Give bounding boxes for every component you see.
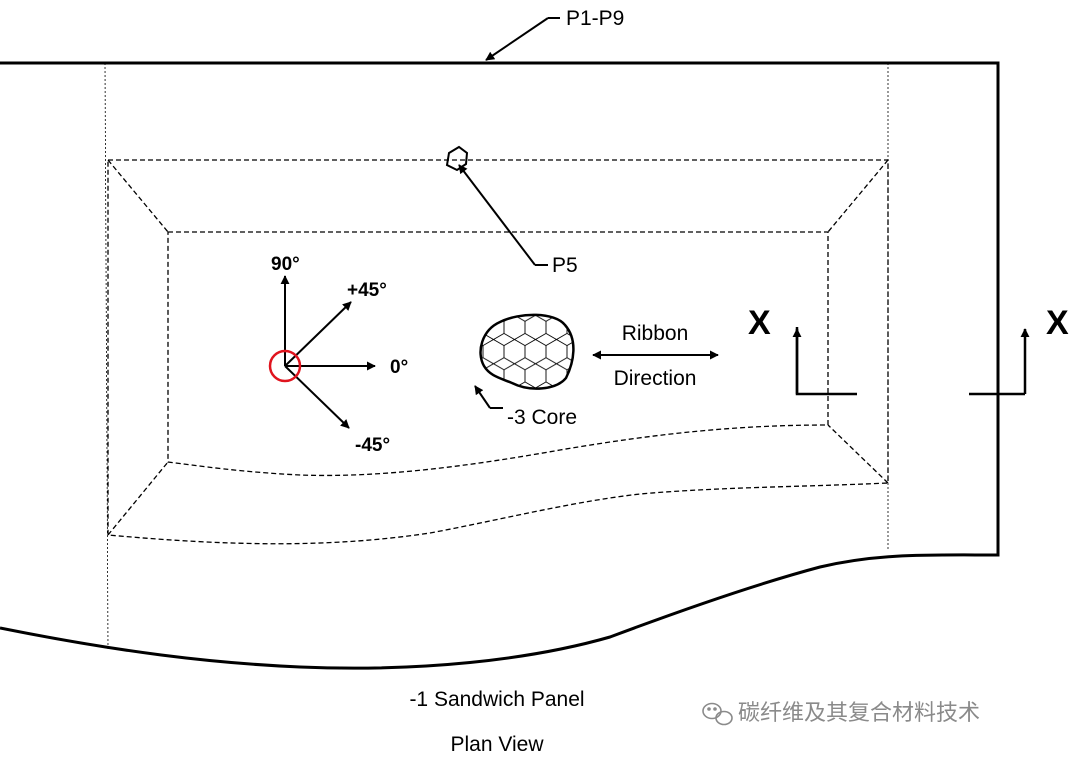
axis-m45-arrow xyxy=(284,365,350,429)
wechat-icon xyxy=(702,702,733,726)
ribbon-label-line1: Ribbon xyxy=(622,322,689,345)
label-m45-deg: -45° xyxy=(355,435,390,456)
svg-text:X: X xyxy=(748,304,771,342)
panel-outline xyxy=(0,61,1000,670)
label-0-deg: 0° xyxy=(390,357,408,378)
section-cut-right: X xyxy=(969,304,1069,396)
caption-title: -1 Sandwich Panel xyxy=(409,688,584,711)
label-90-deg: 90° xyxy=(271,254,300,275)
origin-marker xyxy=(268,349,302,383)
label-p45-deg: +45° xyxy=(347,280,387,301)
watermark: 碳纤维及其复合材料技术 xyxy=(702,700,980,726)
plies-leader-line xyxy=(485,17,549,61)
core-label: -3 Core xyxy=(507,406,577,429)
ply5-label: P5 xyxy=(552,254,578,277)
edge-line-left xyxy=(104,62,109,651)
orientation-rosette: 90° +45° 0° -45° xyxy=(268,254,408,456)
ply5-outline xyxy=(445,145,469,172)
core-leader-line xyxy=(474,385,491,409)
ply5-leader-line xyxy=(458,164,536,266)
ribbon-label-line2: Direction xyxy=(614,367,697,390)
core-ramp-inner xyxy=(167,231,829,477)
ramp-chamfer-lines xyxy=(107,159,889,536)
caption-subtitle: Plan View xyxy=(450,733,544,756)
section-cut-left: X xyxy=(748,304,857,396)
honeycomb-core xyxy=(479,313,575,390)
core-ramp-outer xyxy=(107,159,889,545)
watermark-text: 碳纤维及其复合材料技术 xyxy=(738,700,980,725)
plies-label: P1-P9 xyxy=(566,7,624,30)
svg-text:X: X xyxy=(1046,304,1069,342)
